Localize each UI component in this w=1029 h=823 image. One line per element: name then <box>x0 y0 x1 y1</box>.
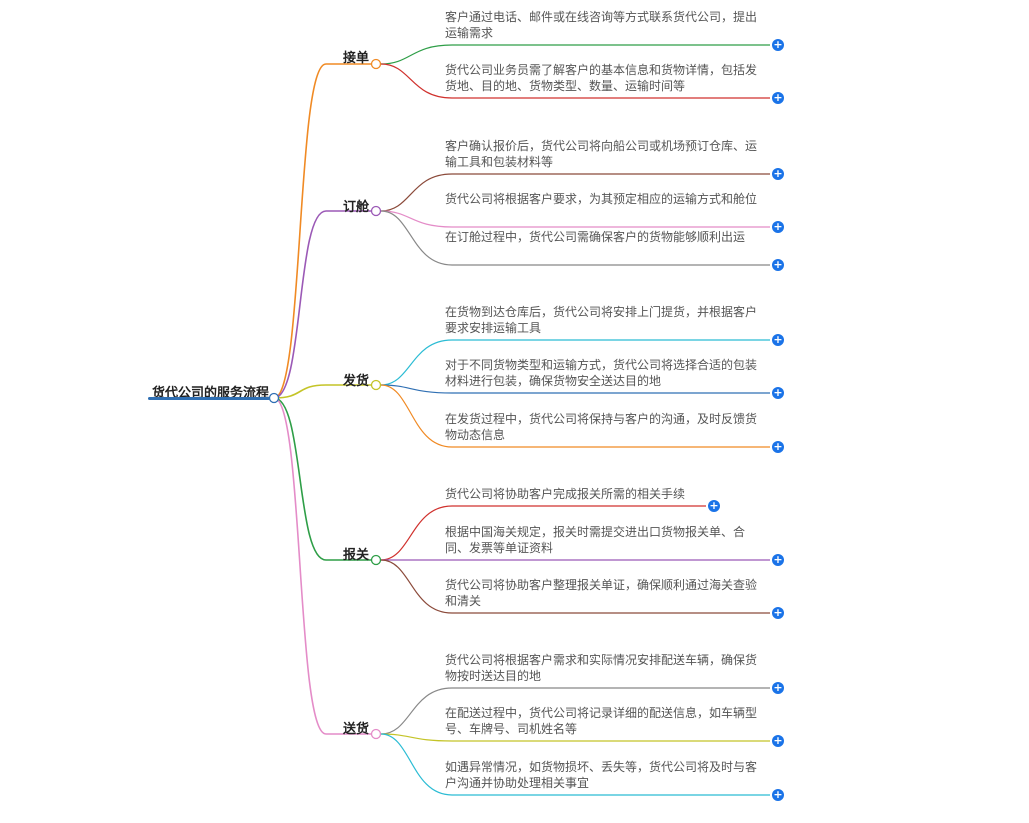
expand-plus-icon[interactable]: + <box>772 258 784 271</box>
leaf-topic-text[interactable]: 货代公司将根据客户要求，为其预定相应的运输方式和舱位 <box>445 192 758 206</box>
expand-plus-icon[interactable]: + <box>772 681 784 694</box>
leaf-topic-text[interactable]: 货代公司将协助客户完成报关所需的相关手续 <box>445 487 686 501</box>
branch-label[interactable]: 接单 <box>343 51 370 66</box>
leaf-connector-1-1 <box>380 210 770 228</box>
expand-plus-icon[interactable]: + <box>772 220 784 233</box>
leaf-topic-text[interactable]: 客户确认报价后，货代公司将向船公司或机场预订仓库、运输工具和包装材料等 <box>445 139 758 169</box>
leaf-connector-3-2 <box>380 559 770 614</box>
expand-plus-icon[interactable]: + <box>772 440 784 453</box>
leaf-topic-text[interactable]: 在订舱过程中，货代公司需确保客户的货物能够顺利出运 <box>445 230 746 244</box>
expand-plus-icon[interactable]: + <box>772 386 784 399</box>
branch-label[interactable]: 报关 <box>343 548 370 563</box>
branch-connector-0 <box>273 63 371 399</box>
leaf-topic-text[interactable]: 对于不同货物类型和运输方式，货代公司将选择合适的包装材料进行包装，确保货物安全送… <box>445 358 758 388</box>
root-topic-underline <box>148 397 270 400</box>
expand-plus-icon[interactable]: + <box>772 734 784 747</box>
leaf-topic-text[interactable]: 如遇异常情况，如货物损坏、丢失等，货代公司将及时与客户沟通并协助处理相关事宜 <box>445 760 758 790</box>
leaf-topic-text[interactable]: 根据中国海关规定，报关时需提交进出口货物报关单、合同、发票等单证资料 <box>445 525 746 555</box>
leaf-connector-0-1 <box>380 63 770 99</box>
leaf-connector-4-0 <box>380 687 770 735</box>
branch-collapse-node[interactable] <box>370 554 382 566</box>
leaf-connector-1-2 <box>380 210 770 266</box>
expand-plus-icon[interactable]: + <box>772 788 784 801</box>
branch-connector-1 <box>273 210 371 399</box>
leaf-topic-text[interactable]: 货代公司业务员需了解客户的基本信息和货物详情，包括发货地、目的地、货物类型、数量… <box>445 63 758 93</box>
leaf-topic-text[interactable]: 在配送过程中，货代公司将记录详细的配送信息，如车辆型号、车牌号、司机姓名等 <box>445 706 758 736</box>
branch-connector-2 <box>273 384 371 399</box>
leaf-topic-text[interactable]: 在货物到达仓库后，货代公司将安排上门提货，并根据客户要求安排运输工具 <box>445 305 758 335</box>
branch-collapse-node[interactable] <box>370 728 382 740</box>
expand-plus-icon[interactable]: + <box>772 606 784 619</box>
leaf-connector-3-0 <box>380 505 706 561</box>
leaf-connector-1-0 <box>380 173 770 212</box>
branch-collapse-node[interactable] <box>370 58 382 70</box>
leaf-connector-4-1 <box>380 733 770 742</box>
leaf-connector-2-2 <box>380 384 770 448</box>
leaf-connector-4-2 <box>380 733 770 796</box>
branch-collapse-node[interactable] <box>370 205 382 217</box>
leaf-topic-text[interactable]: 货代公司将根据客户需求和实际情况安排配送车辆，确保货物按时送达目的地 <box>445 653 758 683</box>
expand-plus-icon[interactable]: + <box>772 38 784 51</box>
leaf-topic-text[interactable]: 客户通过电话、邮件或在线咨询等方式联系货代公司，提出运输需求 <box>445 10 758 40</box>
root-collapse-node[interactable] <box>268 392 280 404</box>
branch-collapse-node[interactable] <box>370 379 382 391</box>
leaf-connector-0-0 <box>380 44 770 65</box>
branch-connector-3 <box>273 397 371 561</box>
expand-plus-icon[interactable]: + <box>772 553 784 566</box>
leaf-connector-2-0 <box>380 339 770 386</box>
branch-connector-4 <box>273 397 371 735</box>
expand-plus-icon[interactable]: + <box>772 91 784 104</box>
branch-label[interactable]: 订舱 <box>343 200 370 215</box>
expand-plus-icon[interactable]: + <box>772 333 784 346</box>
leaf-topic-text[interactable]: 在发货过程中，货代公司将保持与客户的沟通，及时反馈货物动态信息 <box>445 412 758 442</box>
branch-label[interactable]: 发货 <box>343 374 370 389</box>
branch-label[interactable]: 送货 <box>343 722 370 737</box>
leaf-connector-2-1 <box>380 384 770 394</box>
leaf-topic-text[interactable]: 货代公司将协助客户整理报关单证，确保顺利通过海关查验和清关 <box>445 578 758 608</box>
expand-plus-icon[interactable]: + <box>708 499 720 512</box>
expand-plus-icon[interactable]: + <box>772 167 784 180</box>
